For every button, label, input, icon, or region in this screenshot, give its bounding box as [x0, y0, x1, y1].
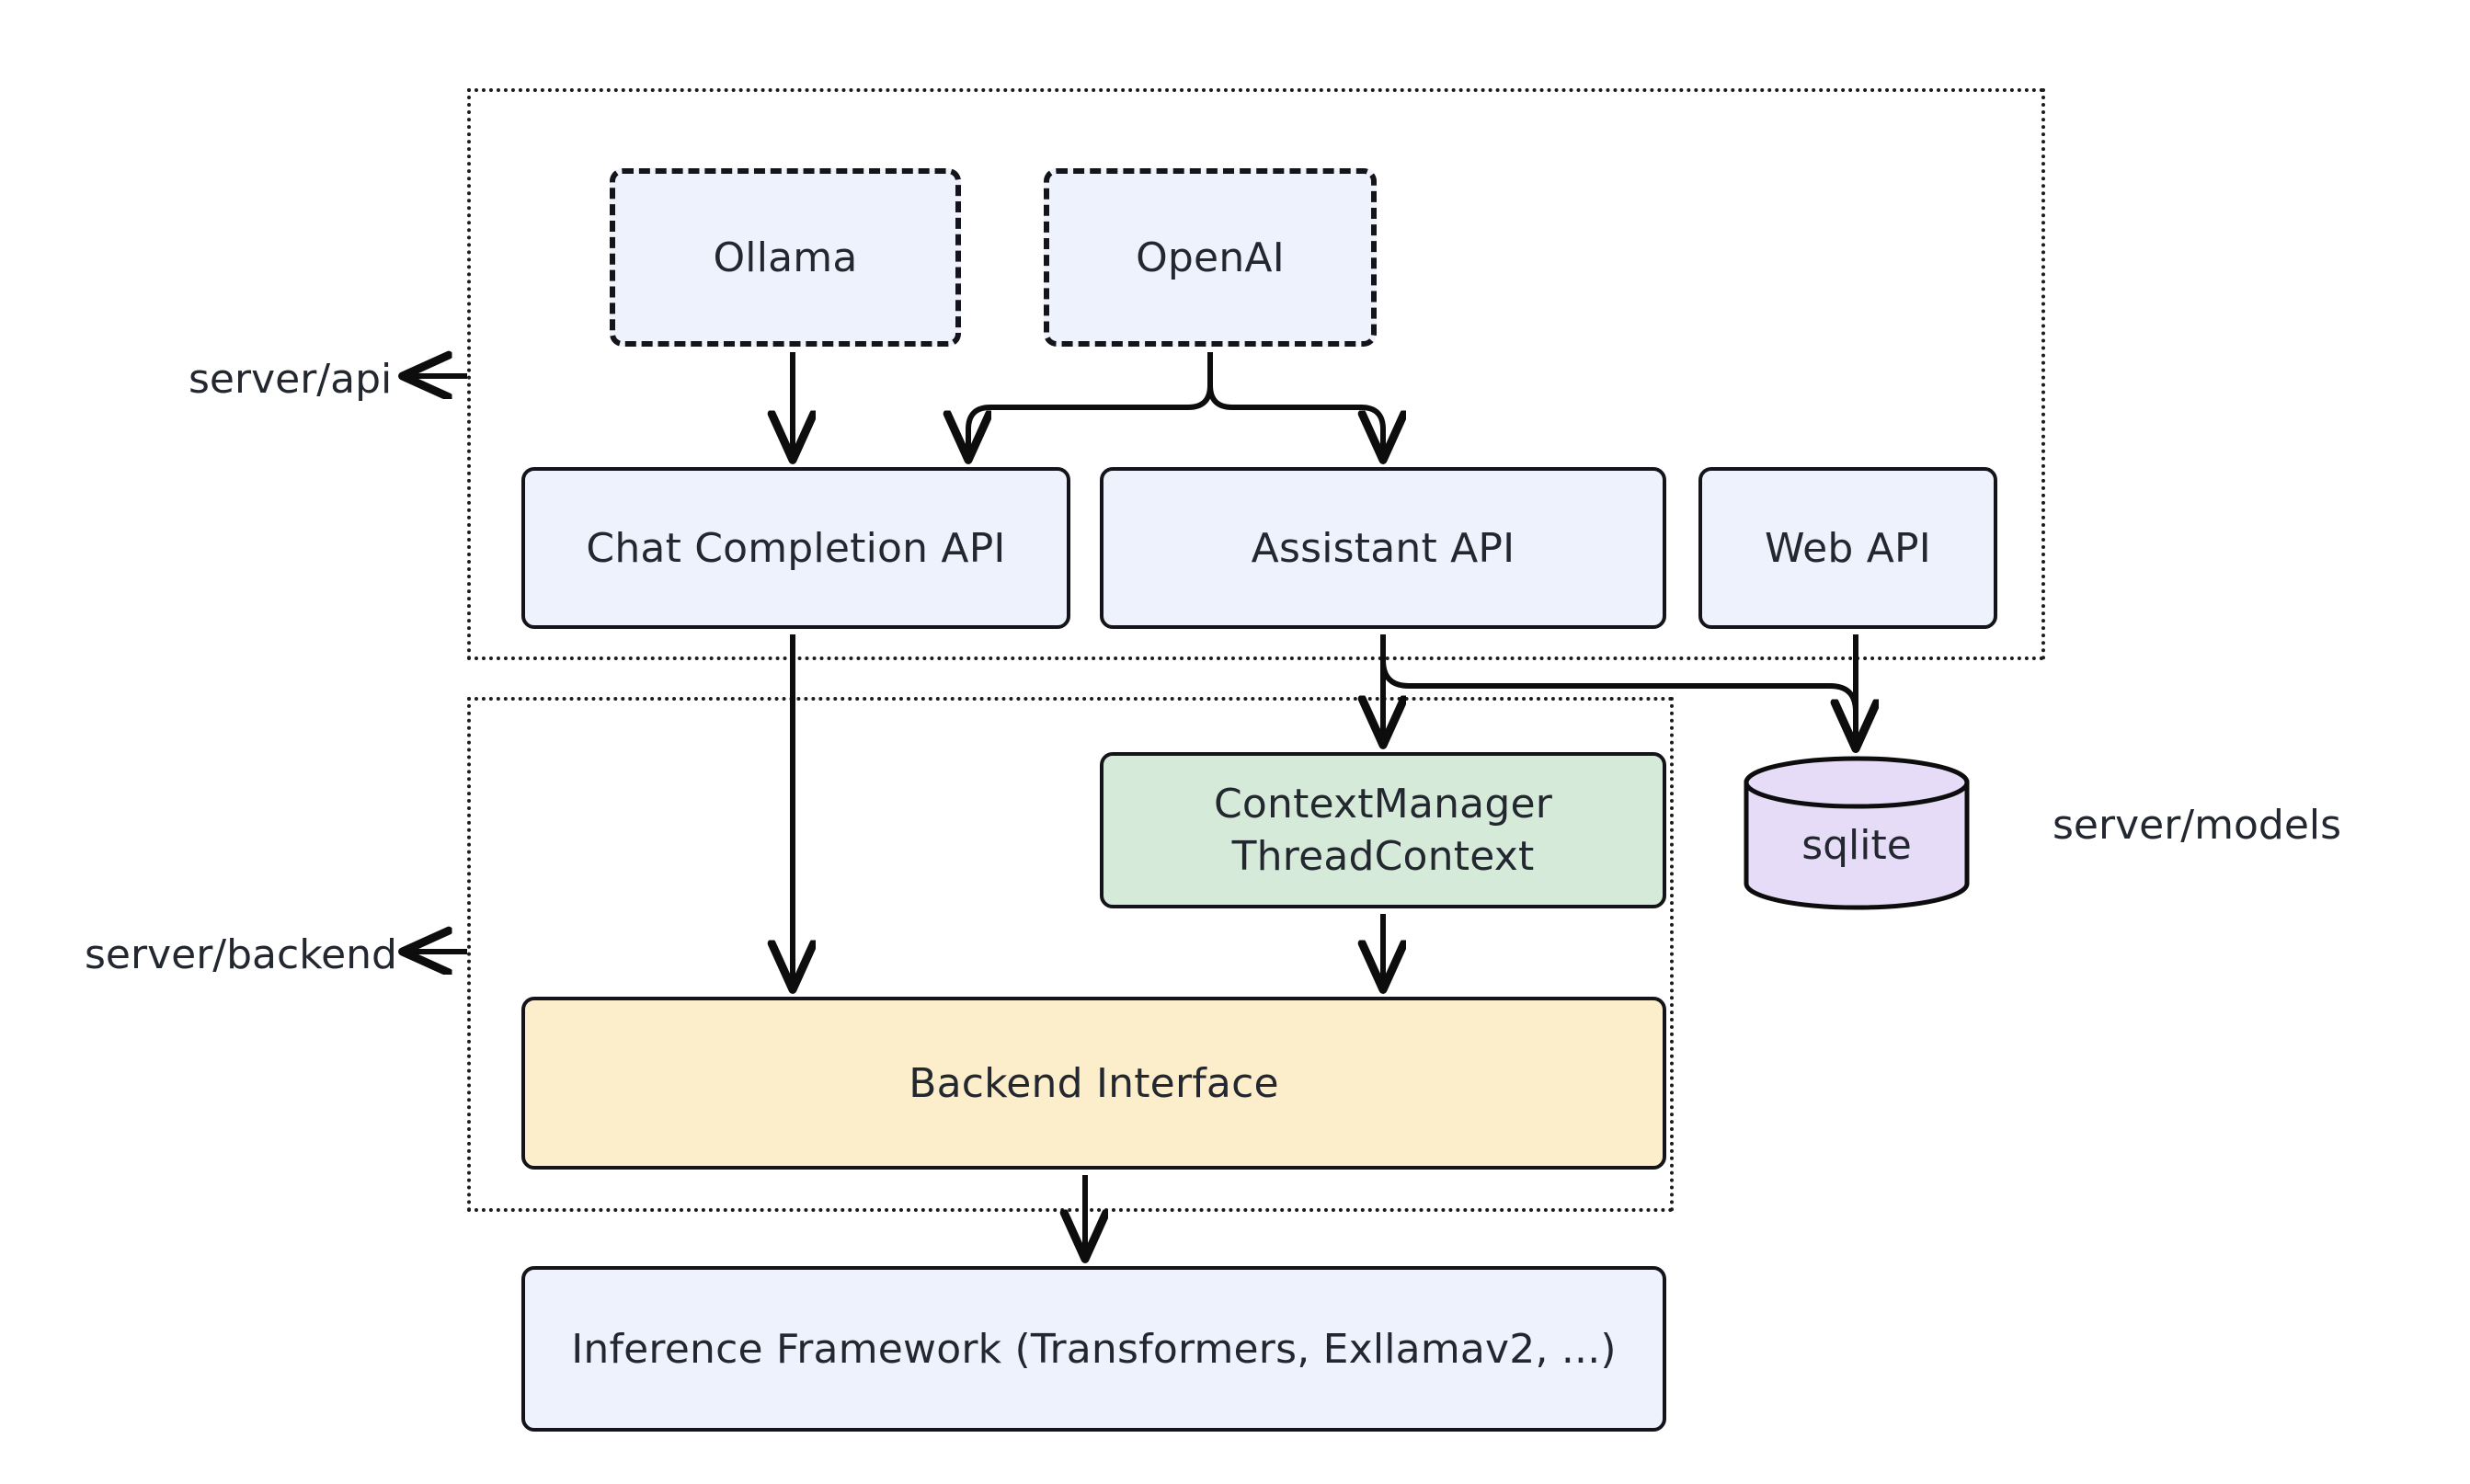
node-chat-completion-api-label: Chat Completion API — [586, 524, 1006, 572]
node-ollama-label: Ollama — [713, 234, 858, 281]
subgraph-server-api — [467, 88, 2045, 660]
node-openai[interactable]: OpenAI — [1044, 168, 1377, 347]
node-ollama[interactable]: Ollama — [610, 168, 961, 347]
node-web-api-label: Web API — [1765, 524, 1931, 572]
node-context-manager-label-line-1: ContextManager — [1213, 781, 1553, 828]
label-server-api: server/api — [189, 356, 393, 403]
node-context-manager-label-line-2: ThreadContext — [1231, 833, 1535, 880]
node-openai-label: OpenAI — [1136, 234, 1285, 281]
node-context-manager-labels: ContextManager ThreadContext — [1214, 779, 1552, 882]
node-sqlite[interactable]: sqlite — [1742, 756, 1972, 910]
node-backend-interface-label: Backend Interface — [909, 1059, 1279, 1107]
node-inference-framework-label: Inference Framework (Transformers, Exlla… — [571, 1325, 1617, 1373]
node-context-manager[interactable]: ContextManager ThreadContext — [1100, 752, 1666, 908]
node-assistant-api[interactable]: Assistant API — [1100, 467, 1666, 629]
label-server-models: server/models — [2053, 802, 2342, 849]
node-inference-framework[interactable]: Inference Framework (Transformers, Exlla… — [521, 1266, 1666, 1432]
database-cylinder-icon — [1744, 756, 1970, 910]
node-sqlite-label: sqlite — [1801, 821, 1912, 869]
node-chat-completion-api[interactable]: Chat Completion API — [521, 467, 1070, 629]
node-web-api[interactable]: Web API — [1698, 467, 1997, 629]
node-backend-interface[interactable]: Backend Interface — [521, 997, 1666, 1170]
label-server-backend: server/backend — [85, 931, 397, 978]
node-assistant-api-label: Assistant API — [1251, 524, 1515, 572]
